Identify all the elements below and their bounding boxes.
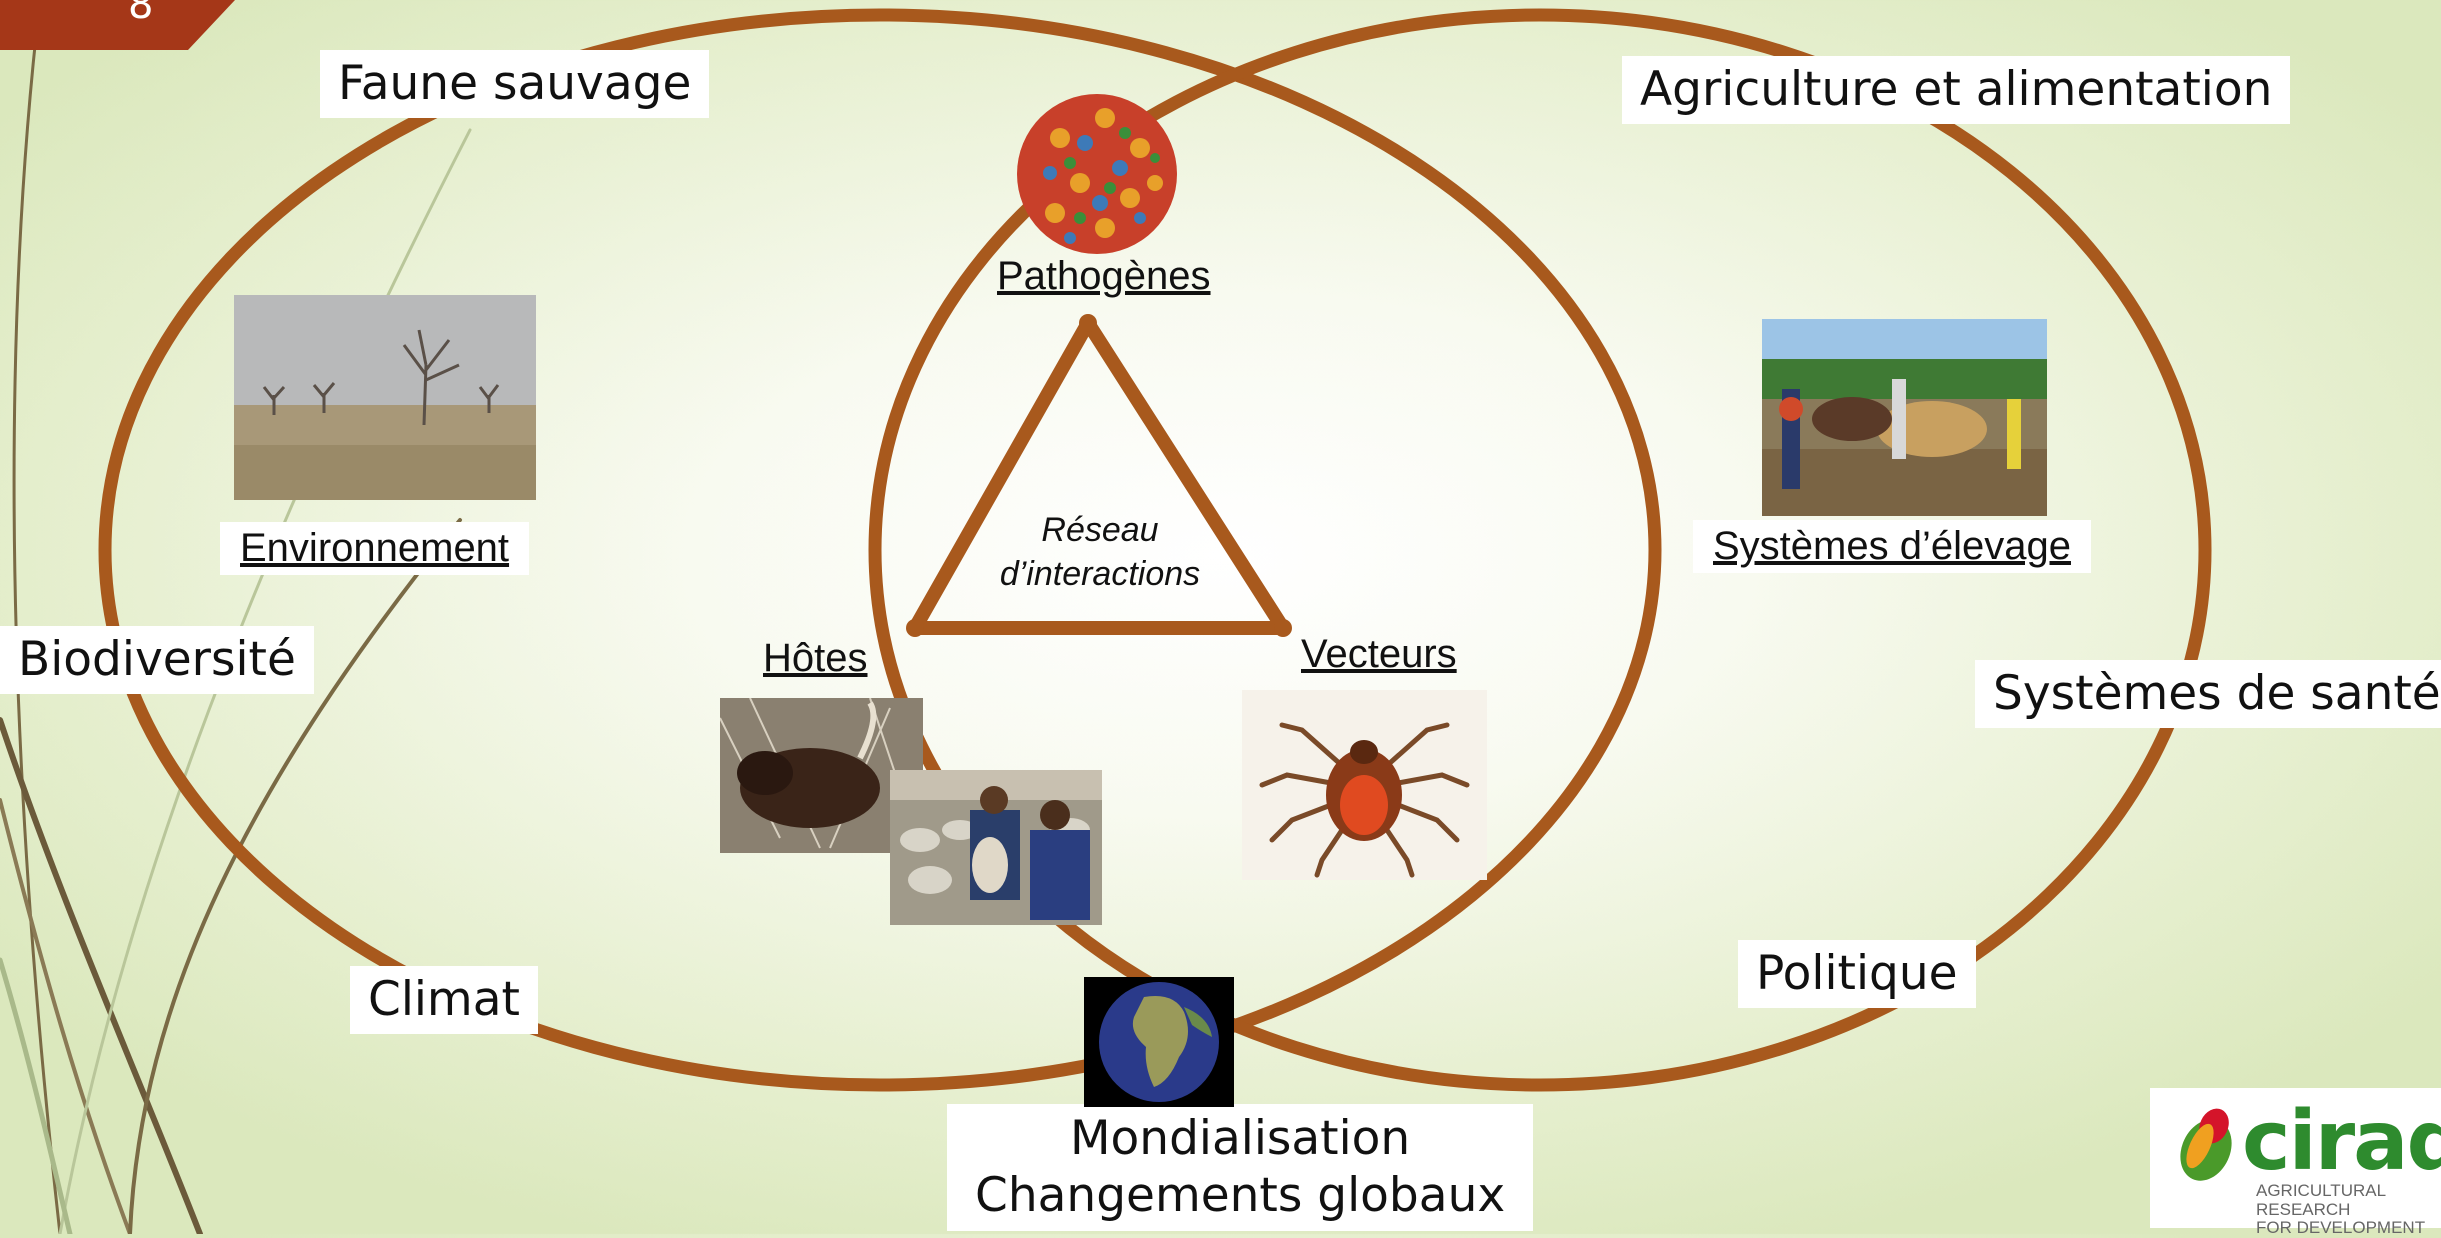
decorative-curves — [0, 0, 472, 1234]
mondialisation-line2: Changements globaux — [975, 1168, 1506, 1224]
slide-number-tab: 8 — [0, 0, 235, 50]
label-pathogenes: Pathogènes — [997, 254, 1211, 298]
cattle-herders-image — [1762, 319, 2047, 516]
label-agriculture: Agriculture et alimentation — [1622, 56, 2291, 125]
earth-globe-image — [1084, 977, 1234, 1107]
interaction-triangle — [908, 316, 1290, 635]
cirad-tagline-line2: FOR DEVELOPMENT — [2256, 1218, 2426, 1238]
label-faune-sauvage: Faune sauvage — [320, 50, 710, 119]
cirad-tagline: AGRICULTURAL RESEARCH FOR DEVELOPMENT — [2256, 1181, 2441, 1238]
label-vecteurs: Vecteurs — [1301, 632, 1457, 676]
label-climat: Climat — [350, 966, 538, 1035]
cirad-wordmark: cirad — [2242, 1094, 2441, 1189]
buffalo-image — [720, 698, 923, 853]
baobab-landscape-image — [234, 295, 536, 500]
label-politique: Politique — [1738, 940, 1976, 1009]
cirad-logo: cirad AGRICULTURAL RESEARCH FOR DEVELOPM… — [2150, 1088, 2441, 1237]
label-systemes-sante: Systèmes de santé — [1975, 660, 2441, 729]
label-mondialisation: Mondialisation Changements globaux — [947, 1104, 1534, 1231]
reseau-interactions-label: Réseau d’interactions — [960, 508, 1240, 596]
reseau-line2: d’interactions — [999, 555, 1201, 594]
triangle-node-top — [1079, 314, 1097, 332]
reseau-line1: Réseau — [1041, 511, 1159, 549]
left-outer-ellipse — [98, 8, 1662, 1092]
right-outer-ellipse — [868, 8, 2212, 1092]
label-hotes: Hôtes — [763, 636, 868, 680]
cirad-tagline-line1: AGRICULTURAL RESEARCH — [2256, 1181, 2386, 1219]
label-environnement: Environnement — [220, 522, 530, 575]
triangle-node-left — [906, 619, 924, 637]
mondialisation-line1: Mondialisation — [1069, 1111, 1411, 1166]
label-systemes-elevage: Systèmes d’élevage — [1693, 520, 2091, 573]
slide-number: 8 — [128, 0, 154, 28]
label-biodiversite: Biodiversité — [0, 626, 314, 695]
tick-image — [1242, 690, 1487, 880]
virus-image — [1010, 88, 1185, 260]
triangle-node-right — [1274, 619, 1292, 637]
sheep-farmers-image — [890, 770, 1102, 925]
